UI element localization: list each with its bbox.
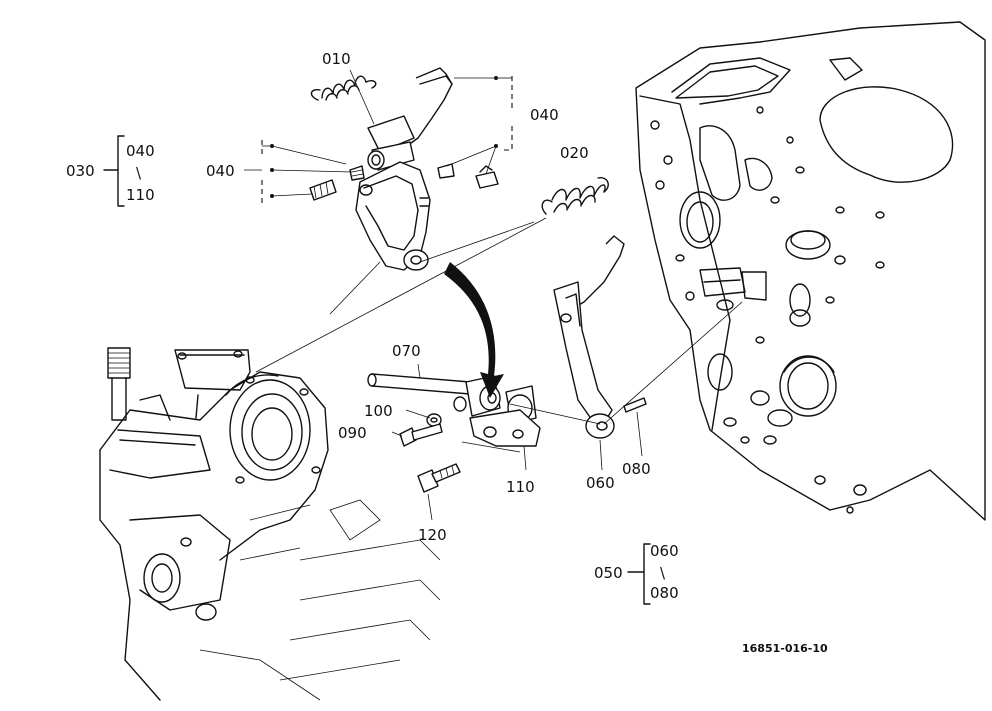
label-050: 050 [594, 564, 623, 582]
label-050-sep: \ [660, 564, 666, 582]
label-050-to: 080 [650, 584, 679, 602]
spring-010 [310, 69, 377, 125]
bracket-050 [627, 543, 651, 605]
label-070: 070 [392, 342, 421, 360]
label-030-to: 110 [126, 186, 155, 204]
label-120: 120 [418, 526, 447, 544]
label-030-from: 040 [126, 142, 155, 160]
bracket-040-left [244, 140, 353, 204]
assembly-arrow [444, 262, 504, 398]
label-100: 100 [364, 402, 393, 420]
label-060: 060 [586, 474, 615, 492]
shaft-070 [367, 363, 471, 395]
label-030: 030 [66, 162, 95, 180]
label-020: 020 [560, 144, 589, 162]
fasteners [399, 409, 461, 521]
clutch-lever [355, 67, 453, 271]
drawing-code: 16851-016-10 [742, 642, 828, 655]
part-labels: 010 020 030 040 \ 110 040 040 050 060 \ … [66, 50, 828, 655]
label-040-upper: 040 [530, 106, 559, 124]
label-010: 010 [322, 50, 351, 68]
leader-lines [391, 431, 603, 471]
bracket-110 [453, 375, 541, 471]
pedal-arm [553, 235, 625, 439]
label-030-sep: \ [136, 164, 142, 182]
bracket-030 [103, 135, 125, 207]
engine-block [635, 21, 986, 521]
label-040-left: 040 [206, 162, 235, 180]
transmission-case [99, 347, 441, 701]
assembly-lines [329, 221, 743, 453]
lever-fittings [309, 163, 499, 201]
spring-020 [255, 177, 609, 373]
bracket-040-upper [446, 76, 513, 175]
label-080: 080 [622, 460, 651, 478]
label-050-from: 060 [650, 542, 679, 560]
pin-080 [623, 397, 647, 457]
label-090: 090 [338, 424, 367, 442]
label-110: 110 [506, 478, 535, 496]
